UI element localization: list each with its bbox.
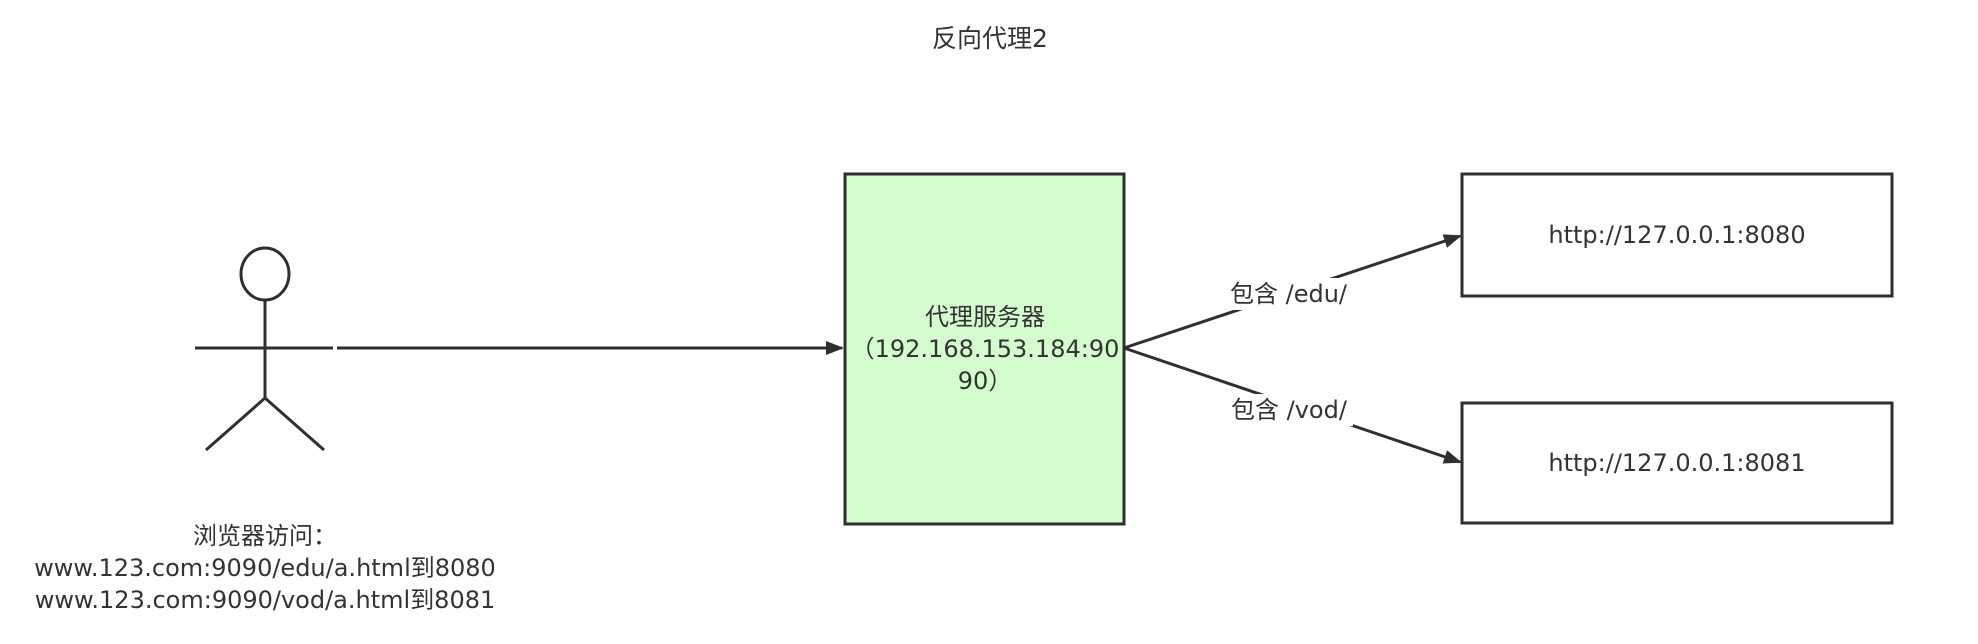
proxy-server-address: （192.168.153.184:9090）	[850, 335, 1120, 395]
stick-figure-icon	[195, 246, 333, 452]
server-label-8080: http://127.0.0.1:8080	[1548, 221, 1806, 249]
proxy-server-name: 代理服务器	[925, 303, 1045, 331]
proxy-server-label: 代理服务器 （192.168.153.184:9090）	[845, 301, 1125, 397]
browser-access-text: 浏览器访问： www.123.com:9090/edu/a.html到8080 …	[10, 520, 520, 616]
browser-access-heading: 浏览器访问：	[193, 522, 337, 550]
server-box-8080	[1460, 172, 1894, 298]
edge-label-edu: 包含 /edu/	[1224, 278, 1354, 310]
diagram-title: 反向代理2	[932, 24, 1048, 53]
server-box-8081	[1460, 401, 1894, 525]
browser-url-edu: www.123.com:9090/edu/a.html到8080	[34, 554, 496, 582]
server-label-8081: http://127.0.0.1:8081	[1548, 449, 1806, 477]
proxy-server-box	[843, 172, 1126, 526]
browser-url-vod: www.123.com:9090/vod/a.html到8081	[34, 586, 496, 614]
edge-label-vod: 包含 /vod/	[1225, 394, 1353, 426]
